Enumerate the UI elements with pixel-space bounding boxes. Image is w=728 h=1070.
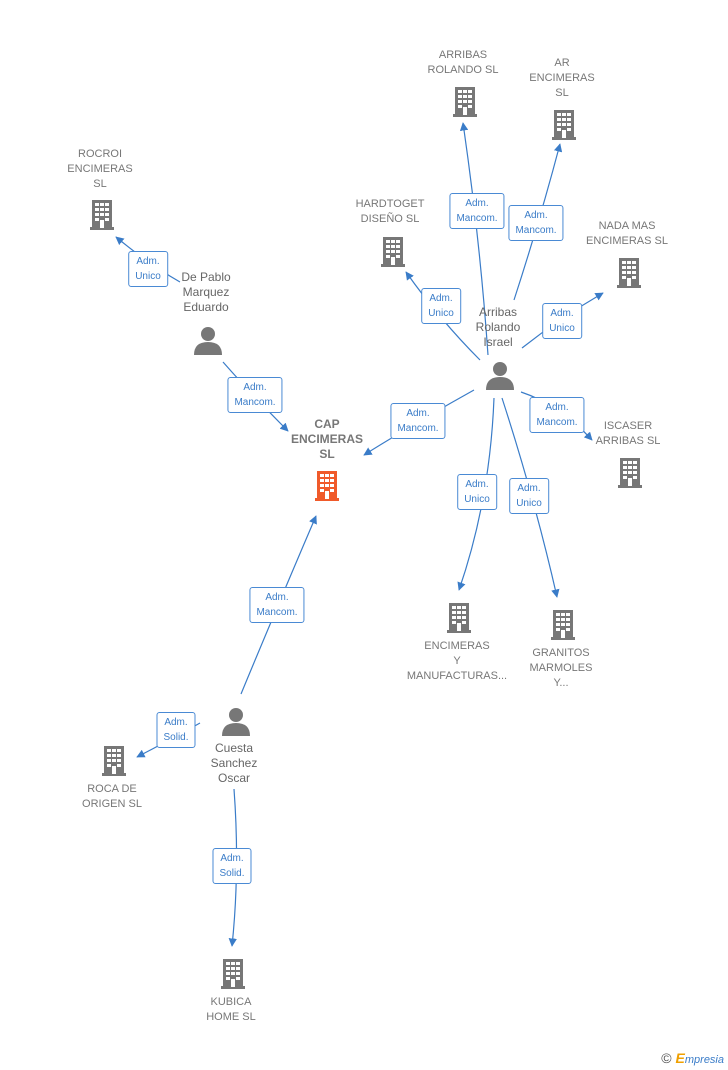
node-label-arribas-rolando-israel[interactable]: Arribas Rolando Israel [475, 305, 521, 349]
node-label-rocroi[interactable]: ROCROI ENCIMERAS SL [67, 148, 133, 190]
edge-label-arribas-hardtoget: Adm. Unico [421, 288, 461, 324]
node-label-granitos-marmoles[interactable]: GRANITOS MARMOLES Y... [529, 647, 593, 689]
edge-label-arribas-nada-mas: Adm. Unico [542, 303, 582, 339]
edge-label-depablo-rocroi: Adm. Unico [128, 251, 168, 287]
edge-label-depablo-cap: Adm. Mancom. [227, 377, 283, 413]
building-icon[interactable] [315, 471, 339, 501]
building-icon[interactable] [453, 87, 477, 117]
empresia-logo[interactable]: ©Empresia [661, 1050, 724, 1066]
node-label-kubica-home[interactable]: KUBICA HOME SL [206, 996, 256, 1023]
copyright-symbol: © [661, 1050, 672, 1066]
building-icon[interactable] [90, 200, 114, 230]
edge-label-cuesta-roca: Adm. Solid. [156, 712, 196, 748]
node-label-arribas-rolando-sl[interactable]: ARRIBAS ROLANDO SL [427, 49, 499, 76]
building-icon[interactable] [552, 110, 576, 140]
edge-label-arribas-ar-encimeras: Adm. Mancom. [508, 205, 564, 241]
node-label-de-pablo-marquez-eduardo[interactable]: De Pablo Marquez Eduardo [181, 270, 231, 314]
node-label-hardtoget[interactable]: HARDTOGET DISEÑO SL [355, 198, 425, 225]
edge-label-arribas-iscaser: Adm. Mancom. [529, 397, 585, 433]
edge-label-arribas-encimeras-manuf: Adm. Unico [457, 474, 497, 510]
building-icon[interactable] [381, 237, 405, 267]
edge-label-arribas-arribas-rolando-sl: Adm. Mancom. [449, 193, 505, 229]
edge-label-cuesta-cap: Adm. Mancom. [249, 587, 305, 623]
building-icon[interactable] [617, 258, 641, 288]
person-icon[interactable] [194, 327, 222, 355]
building-icon[interactable] [447, 603, 471, 633]
edge-line-arribas-to-arribas-rolando-sl [459, 122, 489, 356]
edge-label-arribas-cap: Adm. Mancom. [390, 403, 446, 439]
building-icon[interactable] [102, 746, 126, 776]
building-icon[interactable] [221, 959, 245, 989]
building-icon[interactable] [551, 610, 575, 640]
node-label-ar-encimeras[interactable]: AR ENCIMERAS SL [529, 57, 595, 99]
node-label-roca-de-origen[interactable]: ROCA DE ORIGEN SL [82, 783, 142, 810]
brand-name: mpresia [684, 1054, 724, 1066]
node-label-encimeras-manufacturas[interactable]: ENCIMERAS Y MANUFACTURAS... [406, 640, 508, 682]
building-icon[interactable] [618, 458, 642, 488]
person-icon[interactable] [486, 362, 514, 390]
person-icon[interactable] [222, 708, 250, 736]
node-label-cuesta-sanchez-oscar[interactable]: Cuesta Sanchez Oscar [210, 741, 258, 785]
edge-label-cuesta-kubica: Adm. Solid. [212, 848, 252, 884]
edge-label-arribas-granitos: Adm. Unico [509, 478, 549, 514]
node-label-cap-encimeras[interactable]: CAP ENCIMERAS SL [290, 417, 364, 461]
node-label-nada-mas[interactable]: NADA MAS ENCIMERAS SL [586, 220, 668, 247]
node-label-iscaser[interactable]: ISCASER ARRIBAS SL [595, 420, 661, 447]
brand-initial: E [675, 1050, 685, 1066]
